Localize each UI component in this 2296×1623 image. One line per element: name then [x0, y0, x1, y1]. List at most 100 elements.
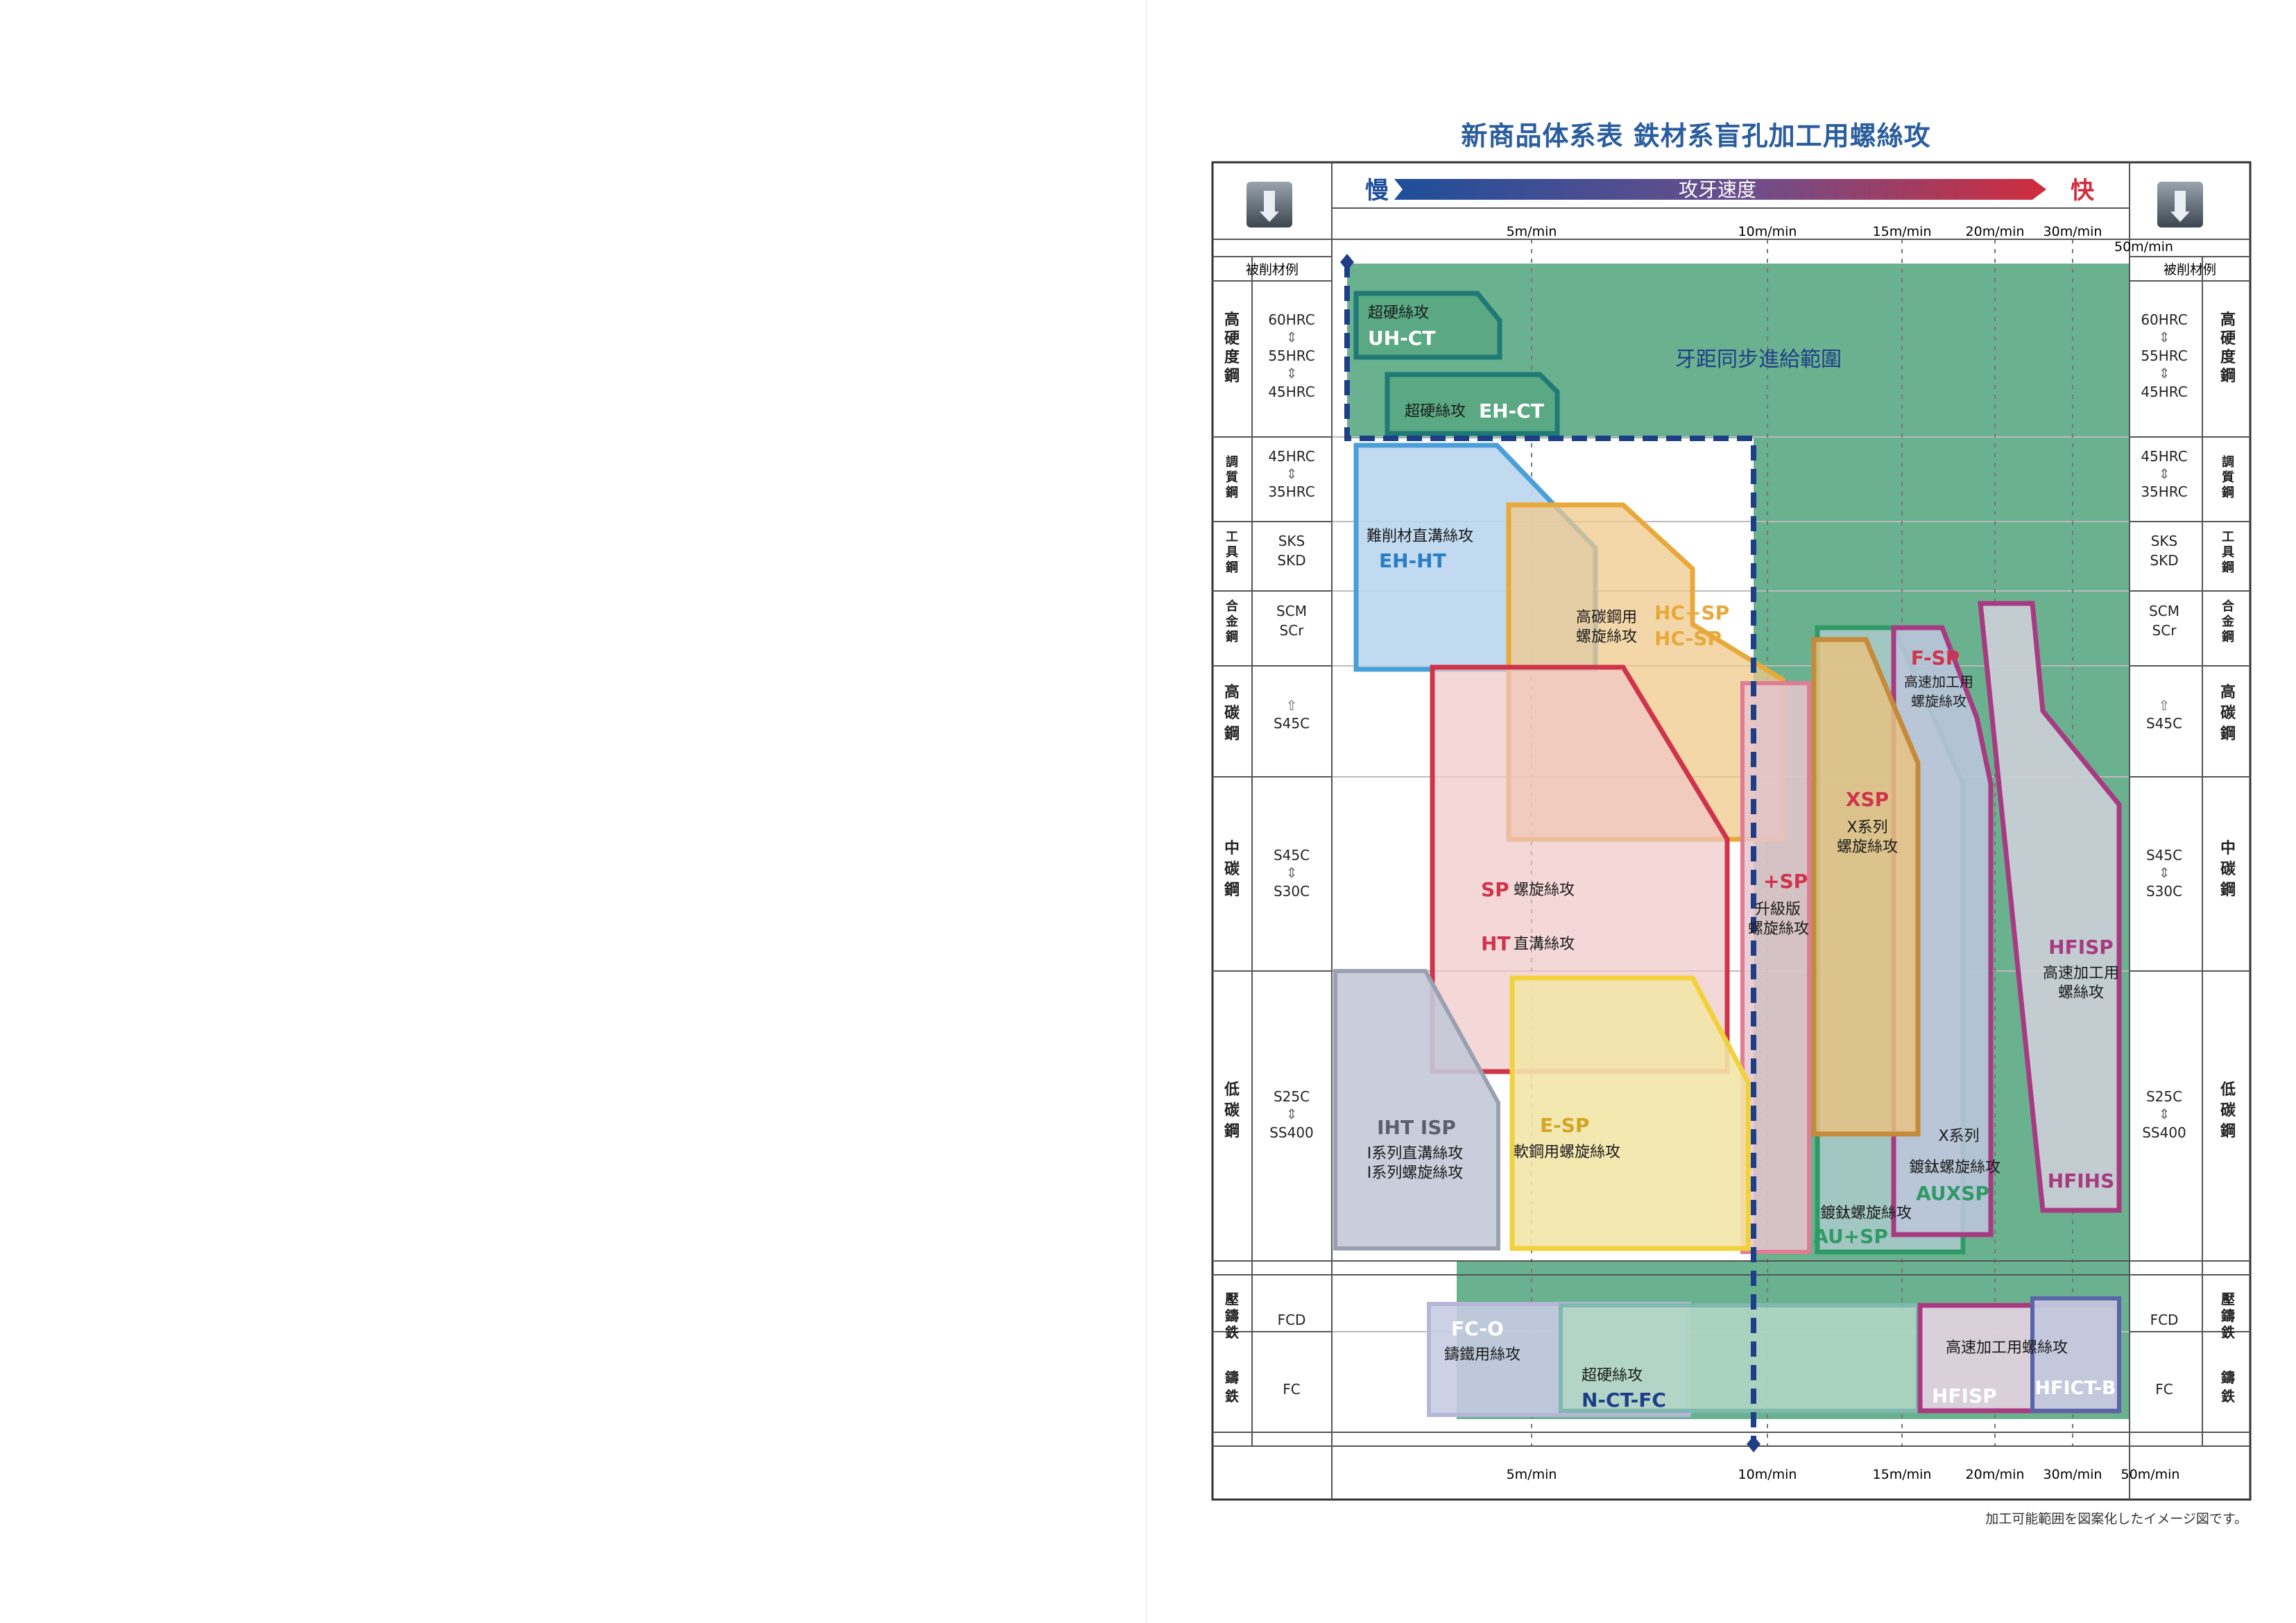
- group-label: 工具鋼: [2221, 530, 2234, 575]
- material-groups-right: 高硬度鋼 調質鋼 工具鋼 合金鋼 高碳鋼 中碳鋼 低碳鋼 壓鑄鉄 鑄鉄: [2220, 311, 2236, 1405]
- hcsp-code2: HC-SP: [1654, 627, 1722, 650]
- xsp-desc1: X系列: [1847, 819, 1887, 836]
- speed-bottom-10: 10m/min: [1738, 1467, 1797, 1482]
- region-xsp: [1811, 637, 1921, 1137]
- example-fcd: FCD: [2150, 1312, 2179, 1328]
- example-scr: SCr: [1280, 622, 1305, 639]
- group-label: 高硬度鋼: [2220, 311, 2236, 385]
- speed-slow-label: 慢: [1365, 177, 1389, 205]
- ausp-desc: 鍍鈦螺旋絲攻: [1820, 1205, 1912, 1222]
- xsp-desc2: 螺旋絲攻: [1837, 839, 1898, 856]
- up-down-arrow-icon: ⇕: [2159, 864, 2170, 881]
- iht-desc2: I系列螺旋絲攻: [1367, 1165, 1464, 1182]
- example-35hrc: 35HRC: [1268, 483, 1314, 500]
- example-s45c: S45C: [2146, 715, 2182, 732]
- example-ss400: SS400: [2142, 1124, 2186, 1141]
- example-s30c: S30C: [2146, 883, 2182, 900]
- hcsp-code1: HC+SP: [1654, 601, 1729, 624]
- up-down-arrow-icon: ⇕: [1286, 1106, 1298, 1122]
- uhct-desc: 超硬絲攻: [1368, 304, 1429, 322]
- fsp-desc1: 高速加工用: [1904, 673, 1973, 690]
- example-45hrc: 45HRC: [2141, 384, 2187, 400]
- group-label: 中碳鋼: [2220, 840, 2236, 899]
- example-s45c: S45C: [1274, 847, 1310, 864]
- up-down-arrow-icon: ⇕: [2159, 465, 2170, 482]
- example-s25c: S25C: [1274, 1088, 1310, 1105]
- page-title: 新商品体系表 鉄材系盲孔加工用螺絲攻: [1461, 121, 1931, 151]
- region-uh-ct: [1353, 291, 1502, 360]
- group-label: 調質鋼: [1225, 454, 1238, 500]
- speed-top-15: 15m/min: [1873, 224, 1932, 239]
- group-label: 低碳鋼: [2220, 1081, 2236, 1140]
- hfictb-code: HFICT-B: [2034, 1377, 2116, 1399]
- ht-code: HT: [1481, 932, 1511, 955]
- example-s45c: S45C: [2146, 847, 2182, 864]
- example-60hrc: 60HRC: [2141, 311, 2187, 328]
- speed-fast-label: 快: [2071, 177, 2095, 205]
- hcsp-desc2: 螺旋絲攻: [1576, 628, 1637, 646]
- example-sks: SKS: [2151, 533, 2178, 549]
- fsp-desc2: 螺旋絲攻: [1911, 693, 1967, 710]
- up-down-arrow-icon: ⇕: [2159, 329, 2170, 345]
- example-s45c: S45C: [1274, 715, 1310, 732]
- ehht-desc: 難削材直溝絲攻: [1367, 528, 1473, 545]
- example-45hrc: 45HRC: [2141, 448, 2187, 465]
- group-label: 壓鑄鉄: [2220, 1291, 2235, 1341]
- uhct-code: UH-CT: [1368, 327, 1435, 350]
- diamond-marker-icon: [1340, 254, 1354, 270]
- region-plus-sp: [1740, 681, 1811, 1254]
- sync-boundary-line: [1344, 262, 1756, 1444]
- speed-bottom-15: 15m/min: [1873, 1467, 1932, 1482]
- up-down-arrow-icon: ⇕: [1286, 365, 1298, 381]
- sp-desc: 螺旋絲攻: [1514, 882, 1575, 899]
- region-e-sp: [1509, 975, 1751, 1251]
- example-60hrc: 60HRC: [1268, 311, 1314, 328]
- hfihs-code: HFIHS: [2048, 1169, 2115, 1192]
- example-skd: SKD: [2150, 552, 2178, 569]
- iht-desc1: I系列直溝絲攻: [1367, 1145, 1464, 1162]
- group-label: 高碳鋼: [1224, 683, 1240, 743]
- fsp-code: F-SP: [1911, 646, 1960, 669]
- region-hfisp: [1978, 601, 2122, 1213]
- nctfc-desc: 超硬絲攻: [1582, 1367, 1643, 1384]
- ehct-desc: 超硬絲攻: [1405, 403, 1466, 420]
- group-label: 壓鑄鉄: [1224, 1291, 1239, 1341]
- speed-arrow: [1394, 179, 2046, 200]
- auxsp-desc2: 鍍鈦螺旋絲攻: [1909, 1159, 2001, 1176]
- hfisp-code: HFISP: [2048, 936, 2114, 959]
- example-fcd: FCD: [1278, 1312, 1306, 1328]
- footnote: 加工可能範囲を図案化したイメージ図です。: [1985, 1511, 2247, 1527]
- speed-top-20: 20m/min: [1966, 224, 2025, 239]
- plussp-code: +SP: [1763, 870, 1808, 893]
- region-iht-isp: [1333, 969, 1500, 1251]
- group-label: 高硬度鋼: [1224, 311, 1240, 385]
- xsp-code: XSP: [1846, 788, 1889, 811]
- group-label: 高碳鋼: [2220, 683, 2236, 743]
- sp-code: SP: [1481, 878, 1509, 901]
- hfisp-fc-desc: 高速加工用螺絲攻: [1946, 1339, 2068, 1357]
- material-examples-right: 60HRC ⇕ 55HRC ⇕ 45HRC 45HRC ⇕ 35HRC SKS …: [2141, 311, 2187, 1398]
- group-label: 調質鋼: [2221, 454, 2234, 500]
- example-scm: SCM: [2149, 603, 2179, 619]
- example-35hrc: 35HRC: [2141, 483, 2187, 500]
- ht-desc: 直溝絲攻: [1514, 936, 1575, 953]
- example-fc: FC: [2155, 1381, 2173, 1398]
- hcsp-desc1: 高碳鋼用: [1576, 609, 1637, 626]
- speed-bottom-30: 30m/min: [2044, 1467, 2102, 1482]
- example-45hrc: 45HRC: [1268, 384, 1314, 400]
- auxsp-code: AUXSP: [1916, 1182, 1989, 1205]
- material-header-right: 被削材例: [2164, 262, 2216, 277]
- group-label: 鑄鉄: [1224, 1369, 1239, 1405]
- plussp-desc2: 螺旋絲攻: [1748, 920, 1809, 938]
- example-ss400: SS400: [1269, 1124, 1314, 1141]
- example-skd: SKD: [1277, 552, 1305, 569]
- esp-desc: 軟鋼用螺旋絲攻: [1514, 1144, 1620, 1161]
- table-grid: [1213, 162, 2250, 1500]
- ausp-code: AU+SP: [1813, 1225, 1888, 1248]
- group-label: 鑄鉄: [2220, 1369, 2235, 1405]
- auxsp-desc1: X系列: [1938, 1128, 1979, 1145]
- nctfc-code: N-CT-FC: [1582, 1389, 1666, 1411]
- speed-top-30: 30m/min: [2044, 224, 2102, 239]
- up-down-arrow-icon: ⇕: [1286, 864, 1298, 881]
